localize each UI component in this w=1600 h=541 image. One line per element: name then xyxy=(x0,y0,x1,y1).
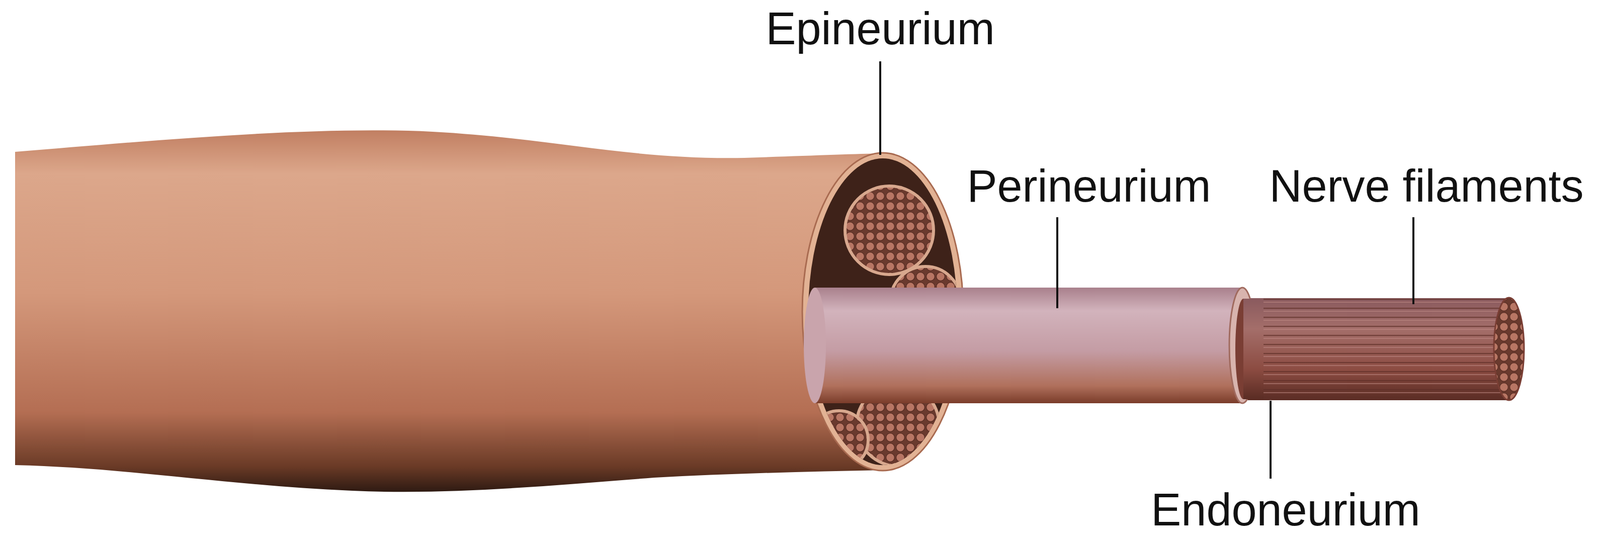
part-label: Endoneurium xyxy=(1150,485,1420,536)
part-label: Nerve filaments xyxy=(1269,161,1584,212)
part-label: Epineurium xyxy=(765,4,995,54)
part-label: Perineurium xyxy=(966,161,1211,212)
